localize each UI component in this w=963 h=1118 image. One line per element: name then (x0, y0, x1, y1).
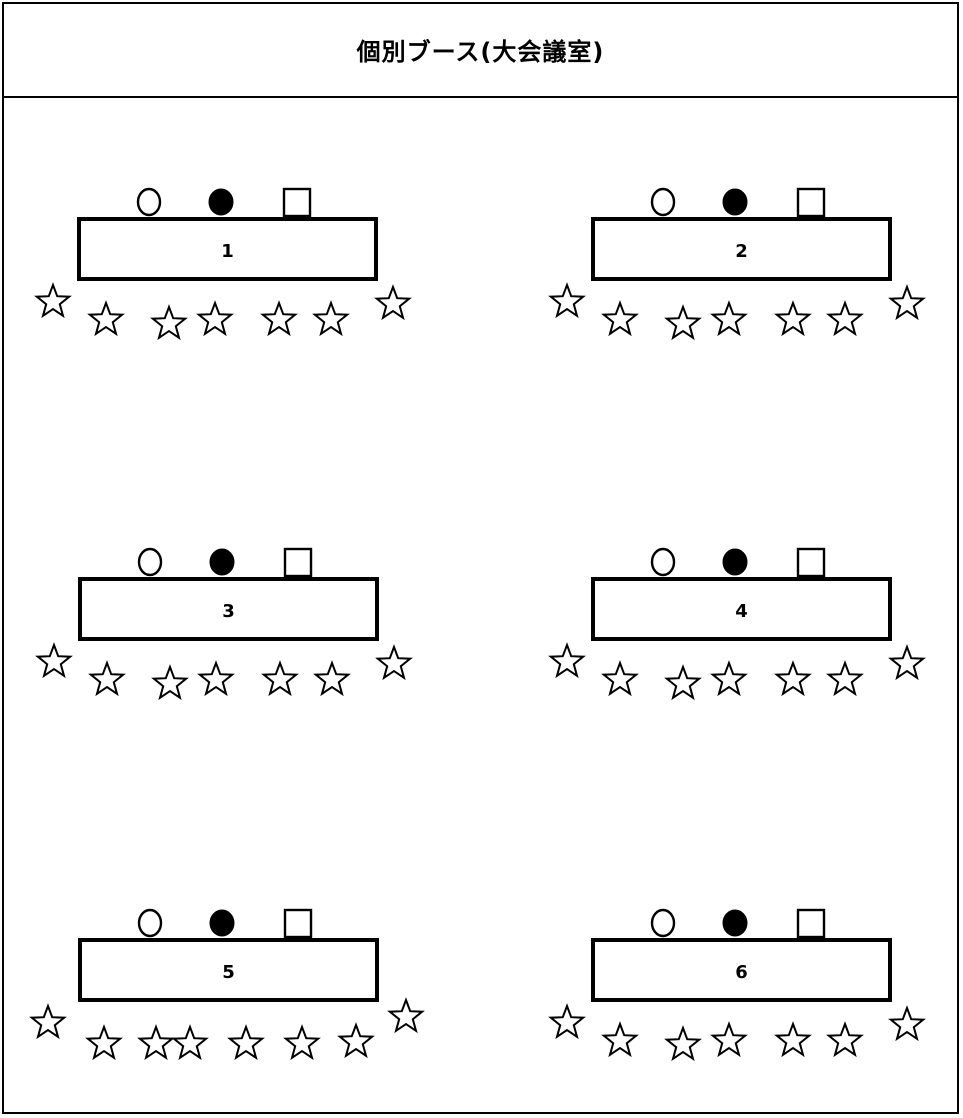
filled-circle-icon (208, 188, 234, 216)
star-seat-icon (137, 1024, 175, 1061)
star-seat-icon (227, 1024, 265, 1061)
open-circle-icon (650, 187, 676, 217)
filled-circle-icon (209, 909, 235, 937)
booth-2: 2 (548, 187, 926, 341)
star-seat-icon (710, 660, 748, 697)
star-seat-icon (664, 1025, 702, 1062)
booth-6: 6 (548, 908, 926, 1062)
star-seat-icon (261, 660, 299, 697)
star-seat-icon (85, 1024, 123, 1061)
star-seat-icon (312, 300, 350, 337)
star-seat-icon (710, 300, 748, 337)
star-seat-icon (664, 664, 702, 701)
open-circle-icon (137, 908, 163, 938)
star-seat-icon (826, 660, 864, 697)
star-seat-icon (601, 660, 639, 697)
booth-5: 5 (29, 908, 425, 1061)
star-seat-icon (548, 642, 586, 679)
open-circle-icon (137, 547, 163, 577)
square-icon (796, 547, 826, 578)
booth-number: 4 (735, 601, 748, 622)
filled-circle-icon (722, 548, 748, 576)
star-seat-icon (196, 300, 234, 337)
page-title: 個別ブース(大会議室) (2, 2, 959, 98)
star-seat-icon (197, 660, 235, 697)
star-seat-icon (601, 1021, 639, 1058)
star-seat-icon (375, 644, 413, 681)
star-seat-icon (88, 660, 126, 697)
square-icon (283, 908, 313, 939)
star-seat-icon (888, 1005, 926, 1042)
star-seat-icon (150, 304, 188, 341)
star-seat-icon (387, 997, 425, 1034)
booth-table (591, 938, 892, 1002)
booth-number: 1 (221, 241, 234, 262)
filled-circle-icon (722, 909, 748, 937)
star-seat-icon (87, 300, 125, 337)
filled-circle-icon (722, 188, 748, 216)
booth-number: 6 (735, 962, 748, 983)
star-seat-icon (548, 1003, 586, 1040)
star-seat-icon (34, 282, 72, 319)
star-seat-icon (260, 300, 298, 337)
booth-table (78, 577, 379, 641)
booth-3: 3 (35, 547, 413, 701)
star-seat-icon (774, 1021, 812, 1058)
booth-4: 4 (548, 547, 926, 701)
booth-table (77, 217, 378, 281)
booth-number: 2 (735, 241, 748, 262)
square-icon (796, 908, 826, 939)
star-seat-icon (337, 1022, 375, 1059)
filled-circle-icon (209, 548, 235, 576)
star-seat-icon (826, 1021, 864, 1058)
booth-table (591, 217, 892, 281)
booth-table (78, 938, 379, 1002)
open-circle-icon (136, 187, 162, 217)
star-seat-icon (313, 660, 351, 697)
star-seat-icon (601, 300, 639, 337)
star-seat-icon (888, 284, 926, 321)
booth-number: 5 (222, 962, 235, 983)
star-seat-icon (774, 660, 812, 697)
open-circle-icon (650, 547, 676, 577)
star-seat-icon (151, 664, 189, 701)
star-seat-icon (826, 300, 864, 337)
square-icon (796, 187, 826, 218)
booth-number: 3 (222, 601, 235, 622)
star-seat-icon (664, 304, 702, 341)
booth-table (591, 577, 892, 641)
booths-layer: 1 2 3 4 5 6 (29, 187, 926, 1062)
square-icon (282, 187, 312, 218)
star-seat-icon (35, 642, 73, 679)
star-seat-icon (888, 644, 926, 681)
star-seat-icon (283, 1024, 321, 1061)
star-seat-icon (171, 1024, 209, 1061)
booth-1: 1 (34, 187, 412, 341)
open-circle-icon (650, 908, 676, 938)
square-icon (283, 547, 313, 578)
star-seat-icon (29, 1003, 67, 1040)
star-seat-icon (710, 1021, 748, 1058)
star-seat-icon (774, 300, 812, 337)
star-seat-icon (374, 284, 412, 321)
star-seat-icon (548, 282, 586, 319)
